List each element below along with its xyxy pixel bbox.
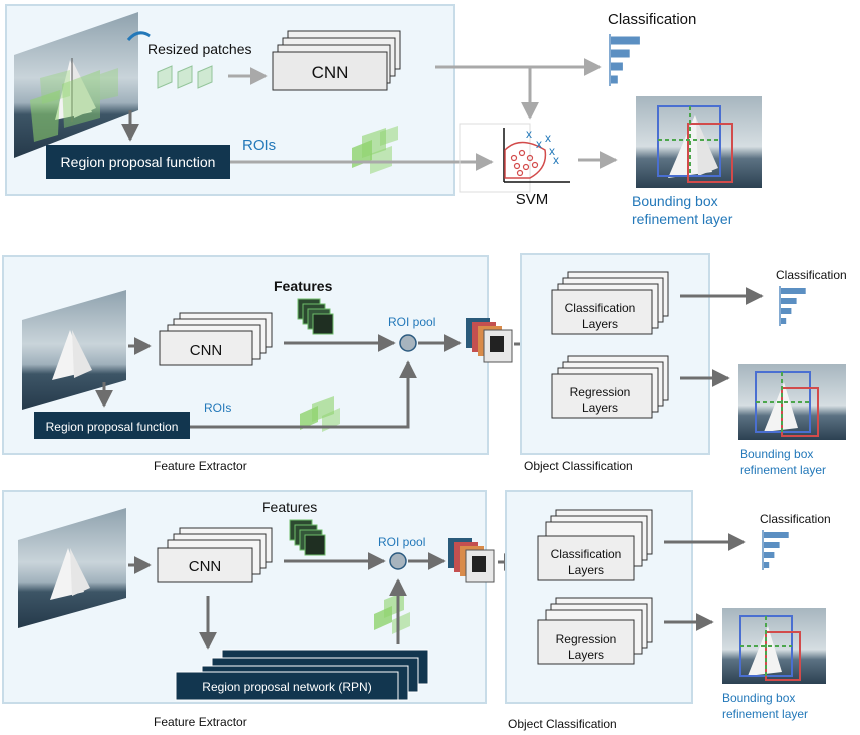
fast-regression-layers-stack bbox=[551, 355, 669, 419]
classification-bar bbox=[611, 36, 640, 45]
fast-bbox-image bbox=[738, 364, 846, 440]
rcnn-curved-arrow bbox=[126, 31, 151, 42]
classification-bar bbox=[764, 552, 775, 558]
faster-rpn-label: Region proposal network (RPN) bbox=[202, 680, 371, 694]
fast-cnn-label: CNN bbox=[190, 342, 223, 359]
fast-cnn-stack bbox=[159, 312, 273, 366]
fast-region-proposal-box bbox=[34, 412, 190, 439]
rcnn-resized-patches-label: Resized patches bbox=[148, 41, 252, 57]
faster-features-label: Features bbox=[262, 499, 317, 515]
classification-bar bbox=[781, 318, 787, 324]
faster-rcnn-feature-panel: CNN Features Region proposal network (RP… bbox=[2, 490, 495, 704]
classification-bar bbox=[781, 288, 806, 294]
faster-cnn-stack bbox=[157, 527, 273, 583]
svg-text:x: x bbox=[549, 144, 555, 158]
fast-roi-patches bbox=[300, 396, 340, 432]
fast-features-label: Features bbox=[274, 278, 333, 294]
rcnn-bbox-image bbox=[636, 96, 762, 188]
faster-regression-layers-line1: Regression bbox=[556, 632, 617, 646]
faster-classification-layers-stack bbox=[537, 509, 653, 581]
fast-bbox-line1: Bounding box bbox=[740, 447, 813, 461]
fast-classification-layers-stack bbox=[551, 271, 669, 335]
classification-bar bbox=[611, 49, 630, 58]
fast-classification-layers-line2: Layers bbox=[582, 317, 618, 331]
fast-pooled-features bbox=[466, 318, 513, 363]
fast-feature-extractor-caption: Feature Extractor bbox=[154, 459, 247, 473]
faster-feature-extractor-caption: Feature Extractor bbox=[154, 715, 247, 729]
classification-bar bbox=[764, 542, 780, 548]
rcnn-classification-title: Classification bbox=[608, 11, 696, 28]
faster-feature-maps bbox=[289, 519, 326, 556]
faster-classification-layers-line2: Layers bbox=[568, 563, 604, 577]
fast-classification-layers-line1: Classification bbox=[565, 301, 636, 315]
svg-text:x: x bbox=[545, 131, 551, 145]
rcnn-rois-label: ROIs bbox=[242, 137, 276, 154]
rcnn-region-proposal-label: Region proposal function bbox=[61, 154, 216, 170]
faster-classification-title: Classification bbox=[760, 512, 831, 526]
fast-arrow-proposal-roipool bbox=[190, 360, 417, 429]
classification-bar bbox=[781, 298, 797, 304]
fast-classification-title: Classification bbox=[776, 268, 847, 282]
classification-bar bbox=[611, 75, 618, 84]
rcnn-input-image bbox=[14, 12, 138, 158]
fast-rcnn-feature-panel: CNN Features Region proposal function RO… bbox=[2, 255, 513, 455]
svm-label: SVM bbox=[516, 191, 549, 208]
classification-bar bbox=[611, 62, 623, 71]
fast-object-classification-caption: Object Classification bbox=[524, 459, 633, 473]
faster-pooled-features bbox=[448, 538, 495, 583]
faster-regression-layers-line2: Layers bbox=[568, 648, 604, 662]
rcnn-resized-patches bbox=[157, 65, 213, 89]
fast-regression-layers-line2: Layers bbox=[582, 401, 618, 415]
rcnn-region-proposal-box bbox=[46, 145, 230, 179]
classification-bar bbox=[764, 532, 789, 538]
svg-text:x: x bbox=[536, 137, 542, 151]
fast-object-classification-panel: Classification Layers Regression Layers bbox=[520, 253, 710, 455]
rcnn-bbox-line1: Bounding box bbox=[632, 193, 718, 209]
fast-region-proposal-label: Region proposal function bbox=[46, 420, 179, 434]
rcnn-classification-bars bbox=[609, 34, 640, 86]
classification-bar bbox=[781, 308, 792, 314]
faster-classification-layers-line1: Classification bbox=[551, 547, 622, 561]
faster-roi-pool-label: ROI pool bbox=[378, 535, 425, 549]
svg-text:x: x bbox=[553, 153, 559, 167]
faster-roi-pool-node bbox=[389, 552, 407, 570]
fast-rois-label: ROIs bbox=[204, 401, 231, 415]
rcnn-cnn-label: CNN bbox=[312, 63, 349, 82]
classification-bar bbox=[764, 562, 770, 568]
faster-cnn-label: CNN bbox=[189, 558, 222, 575]
faster-bbox-line2: refinement layer bbox=[722, 707, 808, 721]
rcnn-panel: Resized patches CNN Region proposal func… bbox=[5, 4, 494, 196]
fast-feature-maps bbox=[297, 298, 334, 335]
fast-classification-bars bbox=[779, 286, 806, 326]
faster-regression-layers-stack bbox=[537, 597, 653, 665]
faster-input-image bbox=[18, 508, 126, 628]
fast-roi-pool-label: ROI pool bbox=[388, 315, 435, 329]
fast-bbox-line2: refinement layer bbox=[740, 463, 826, 477]
faster-object-classification-caption: Object Classification bbox=[508, 717, 617, 731]
fast-roi-pool-node bbox=[399, 334, 417, 352]
fast-regression-layers-line1: Regression bbox=[570, 385, 631, 399]
faster-classification-bars bbox=[762, 530, 789, 570]
faster-rpn-stack bbox=[175, 649, 429, 701]
faster-bbox-image bbox=[722, 608, 826, 684]
fast-input-image bbox=[22, 290, 126, 410]
svm-frame-corner bbox=[459, 123, 531, 193]
rcnn-bbox-line2: refinement layer bbox=[632, 211, 733, 227]
faster-bbox-line1: Bounding box bbox=[722, 691, 795, 705]
rcnn-cnn-stack bbox=[272, 30, 401, 91]
svg-text:x: x bbox=[526, 127, 532, 141]
faster-object-classification-panel: Classification Layers Regression Layers bbox=[505, 490, 693, 704]
rcnn-roi-patches bbox=[352, 126, 398, 174]
